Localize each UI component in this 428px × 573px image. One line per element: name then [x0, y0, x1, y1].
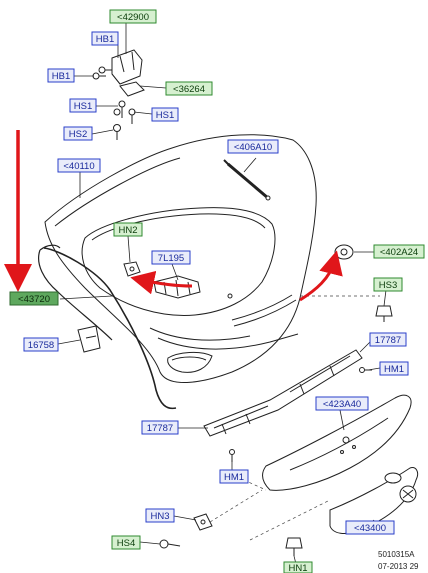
callout-hm1-left: HM1 — [219, 469, 249, 484]
bolt-hs2 — [113, 124, 121, 140]
screw-hm1-left — [229, 449, 235, 462]
hinge-bolt-left — [92, 72, 106, 80]
callout-402a24-text: <402A24 — [380, 247, 418, 258]
callout-hn3: HN3 — [145, 508, 175, 523]
callout-423a40: <423A40 — [315, 396, 369, 411]
callout-43400: <43400 — [345, 520, 395, 535]
clip-hn1 — [285, 537, 303, 556]
callout-hm1-left-text: HM1 — [224, 472, 244, 483]
stud-hs1 — [113, 100, 136, 124]
clip-hs3 — [375, 305, 393, 322]
callout-17787-left-text: 17787 — [147, 423, 173, 434]
callout-7l195-text: 7L195 — [158, 253, 184, 264]
callout-hs3: HS3 — [373, 277, 403, 292]
bumper-stop — [334, 244, 354, 260]
callout-17787-left: 17787 — [141, 420, 179, 435]
drawing-date: 07-2013 29 — [378, 562, 419, 571]
callout-406a10-text: <406A10 — [234, 142, 272, 153]
callout-hn1: HN1 — [283, 561, 313, 573]
callout-hn2-text: HN2 — [118, 225, 137, 236]
callout-406a10: <406A10 — [227, 139, 279, 154]
callout-hn3-text: HN3 — [150, 511, 169, 522]
callout-43400-text: <43400 — [354, 523, 386, 534]
callout-hs1-right: HS1 — [151, 107, 179, 122]
callout-hs1-left: HS1 — [69, 98, 97, 113]
callout-43720: <43720 — [9, 291, 59, 306]
emblem — [399, 485, 417, 503]
callout-17787-right: 17787 — [369, 332, 407, 347]
nut-hn3 — [193, 513, 213, 531]
bracket-16758 — [77, 325, 101, 353]
garnish-panel — [262, 394, 412, 491]
red-arrow-stop — [299, 250, 343, 302]
leader-lines — [57, 22, 387, 565]
callout-hm1-right-text: HM1 — [384, 364, 404, 375]
callout-hn2: HN2 — [113, 222, 143, 237]
callout-42900: <42900 — [109, 9, 157, 24]
red-arrow-wiper — [130, 270, 193, 295]
callout-16758-text: 16758 — [28, 340, 54, 351]
callout-402a24: <402A24 — [373, 244, 425, 259]
callout-hb1-top-text: HB1 — [96, 34, 114, 45]
drawing-code: 5010315A — [378, 550, 415, 559]
callout-hs3-text: HS3 — [379, 280, 397, 291]
moulding-strip — [203, 349, 363, 437]
red-arrows — [4, 130, 343, 302]
callout-hm1-right: HM1 — [379, 361, 409, 376]
callout-hb1-left: HB1 — [47, 68, 75, 83]
callout-hb1-left-text: HB1 — [52, 71, 70, 82]
callout-hb1-top: HB1 — [91, 31, 119, 46]
callout-7l195: 7L195 — [151, 250, 191, 265]
bolt-hs4 — [159, 539, 181, 549]
hinge-bolt-top — [98, 66, 112, 74]
callouts: <42900 HB1 HB1 <36264 HS1 HS1 HS2 <406A — [9, 9, 425, 573]
callout-16758: 16758 — [23, 337, 59, 352]
callout-42900-text: <42900 — [117, 12, 149, 23]
callout-hs1-left-text: HS1 — [74, 101, 92, 112]
hinge-part — [111, 49, 143, 85]
callout-423a40-text: <423A40 — [323, 399, 361, 410]
callout-hn1-text: HN1 — [288, 563, 307, 573]
callout-hs4: HS4 — [111, 535, 141, 550]
callout-hs1-right-text: HS1 — [156, 110, 174, 121]
callout-36264: <36264 — [165, 81, 213, 96]
callout-hs4-text: HS4 — [117, 538, 135, 549]
gas-strut — [223, 159, 271, 201]
callout-40110-text: <40110 — [63, 161, 94, 172]
callout-40110: <40110 — [57, 158, 101, 173]
callout-17787-right-text: 17787 — [375, 335, 401, 346]
callout-43720-text: <43720 — [18, 294, 50, 305]
callout-hs2-text: HS2 — [69, 129, 87, 140]
callout-hs2: HS2 — [63, 126, 93, 141]
callout-36264-text: <36264 — [173, 84, 205, 95]
hinge-plate — [119, 81, 145, 97]
